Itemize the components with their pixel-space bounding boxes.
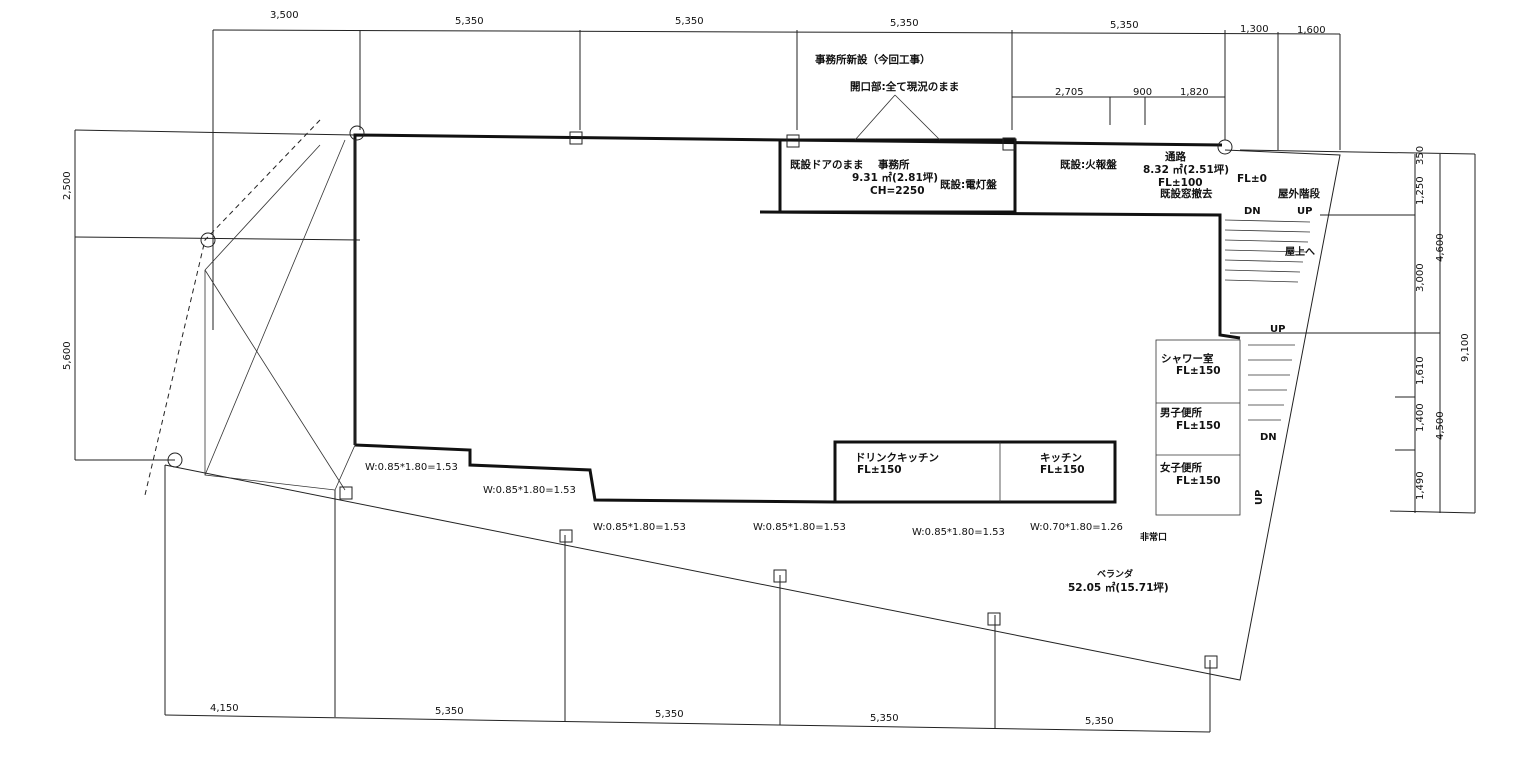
window-label: W:0.85*1.80=1.53 (593, 522, 686, 533)
column-icon (786, 134, 800, 148)
column-icon (167, 452, 183, 468)
dimension-label: 5,350 (455, 16, 484, 27)
dimension-label: 900 (1133, 87, 1152, 98)
dimension-label: 5,350 (870, 713, 899, 724)
column-icon (773, 569, 787, 583)
dimension-label: 5,350 (1110, 20, 1139, 31)
window-labels: W:0.85*1.80=1.53 W:0.85*1.80=1.53 W:0.85… (365, 462, 1123, 538)
dimension-label: 5,350 (675, 16, 704, 27)
dimension-label: 9,100 (1460, 333, 1471, 362)
note-emergency-exit: 非常口 (1140, 531, 1167, 543)
stair-label: DN (1260, 432, 1277, 443)
room-name: 女子便所 (1160, 461, 1202, 474)
dimension-labels: 3,500 5,350 5,350 5,350 5,350 1,300 1,60… (62, 10, 1471, 727)
stair-labels: DN UP 屋上へ UP DN UP (1244, 206, 1315, 505)
room-name: 事務所 (878, 158, 910, 171)
room-area: 52.05 ㎡(15.71坪) (1068, 581, 1169, 594)
note-light-panel: 既設:電灯盤 (940, 178, 997, 191)
walls (144, 119, 1341, 681)
dimension-label: 4,150 (210, 703, 239, 714)
dimension-label: 1,600 (1297, 25, 1326, 36)
room-floor-level: FL±150 (857, 464, 902, 476)
stair-label: UP (1254, 490, 1265, 505)
dimension-label: 1,400 (1415, 403, 1426, 432)
room-floor-level: FL±100 (1158, 177, 1203, 189)
note-fire-panel: 既設:火報盤 (1060, 158, 1117, 171)
dimension-label: 5,600 (62, 341, 73, 370)
column-icon (339, 486, 353, 500)
dimension-label: 4,500 (1435, 411, 1446, 440)
dimension-label: 350 (1415, 146, 1426, 165)
dimension-label: 2,500 (62, 171, 73, 200)
room-area: 8.32 ㎡(2.51坪) (1143, 163, 1229, 176)
room-name: シャワー室 (1161, 352, 1214, 365)
column-icon (569, 131, 583, 145)
room-name: ベランダ (1097, 568, 1133, 580)
note-window-removed: 既設窓撤去 (1160, 187, 1213, 200)
room-labels: 事務所 9.31 ㎡(2.81坪) CH=2250 通路 8.32 ㎡(2.51… (852, 150, 1320, 594)
note-existing-door: 既設ドアのまま (790, 158, 864, 171)
window-label: W:0.85*1.80=1.53 (483, 485, 576, 496)
room-floor-level: FL±0 (1237, 173, 1267, 185)
room-name: 屋外階段 (1278, 187, 1320, 200)
room-ceiling-height: CH=2250 (870, 185, 925, 197)
column-icon (200, 232, 216, 248)
dimension-label: 1,300 (1240, 24, 1269, 35)
room-floor-level: FL±150 (1176, 365, 1221, 377)
room-name: キッチン (1040, 452, 1082, 464)
window-label: W:0.85*1.80=1.53 (365, 462, 458, 473)
dimension-label: 5,350 (1085, 716, 1114, 727)
window-label: W:0.70*1.80=1.26 (1030, 522, 1123, 533)
column-icon (1002, 137, 1016, 151)
room-name: 男子便所 (1160, 406, 1202, 419)
dimension-label: 1,490 (1415, 471, 1426, 500)
columns (167, 125, 1233, 669)
annotations: 事務所新設（今回工事） 開口部:全て現況のまま 既設ドアのまま 既設:電灯盤 既… (790, 53, 1213, 543)
room-floor-level: FL±150 (1176, 420, 1221, 432)
dimension-label: 3,000 (1415, 263, 1426, 292)
dimension-label: 1,250 (1415, 176, 1426, 205)
dimension-label: 4,600 (1435, 233, 1446, 262)
dimension-label: 1,820 (1180, 87, 1209, 98)
stair-label: 屋上へ (1285, 245, 1315, 258)
window-label: W:0.85*1.80=1.53 (753, 522, 846, 533)
column-icon (987, 612, 1001, 626)
room-floor-level: FL±150 (1176, 475, 1221, 487)
stair-label: DN (1244, 206, 1261, 217)
dimension-label: 5,350 (655, 709, 684, 720)
column-icon (1204, 655, 1218, 669)
dimension-lines (74, 29, 1476, 733)
window-label: W:0.85*1.80=1.53 (912, 527, 1005, 538)
column-icon (1217, 139, 1233, 155)
column-icon (559, 529, 573, 543)
dimension-label: 5,350 (890, 18, 919, 29)
dimension-label: 1,610 (1415, 356, 1426, 385)
stair-label: UP (1297, 206, 1312, 217)
dimension-label: 3,500 (270, 10, 299, 21)
note-openings: 開口部:全て現況のまま (850, 80, 959, 93)
note-new-office: 事務所新設（今回工事） (815, 53, 931, 66)
room-area: 9.31 ㎡(2.81坪) (852, 171, 938, 184)
column-icon (349, 125, 365, 141)
room-name: 通路 (1165, 150, 1187, 163)
dimension-label: 5,350 (435, 706, 464, 717)
stair-treads (1224, 219, 1311, 421)
stair-label: UP (1270, 324, 1285, 335)
dimension-label: 2,705 (1055, 87, 1084, 98)
room-name: ドリンクキッチン (855, 452, 939, 464)
room-floor-level: FL±150 (1040, 464, 1085, 476)
